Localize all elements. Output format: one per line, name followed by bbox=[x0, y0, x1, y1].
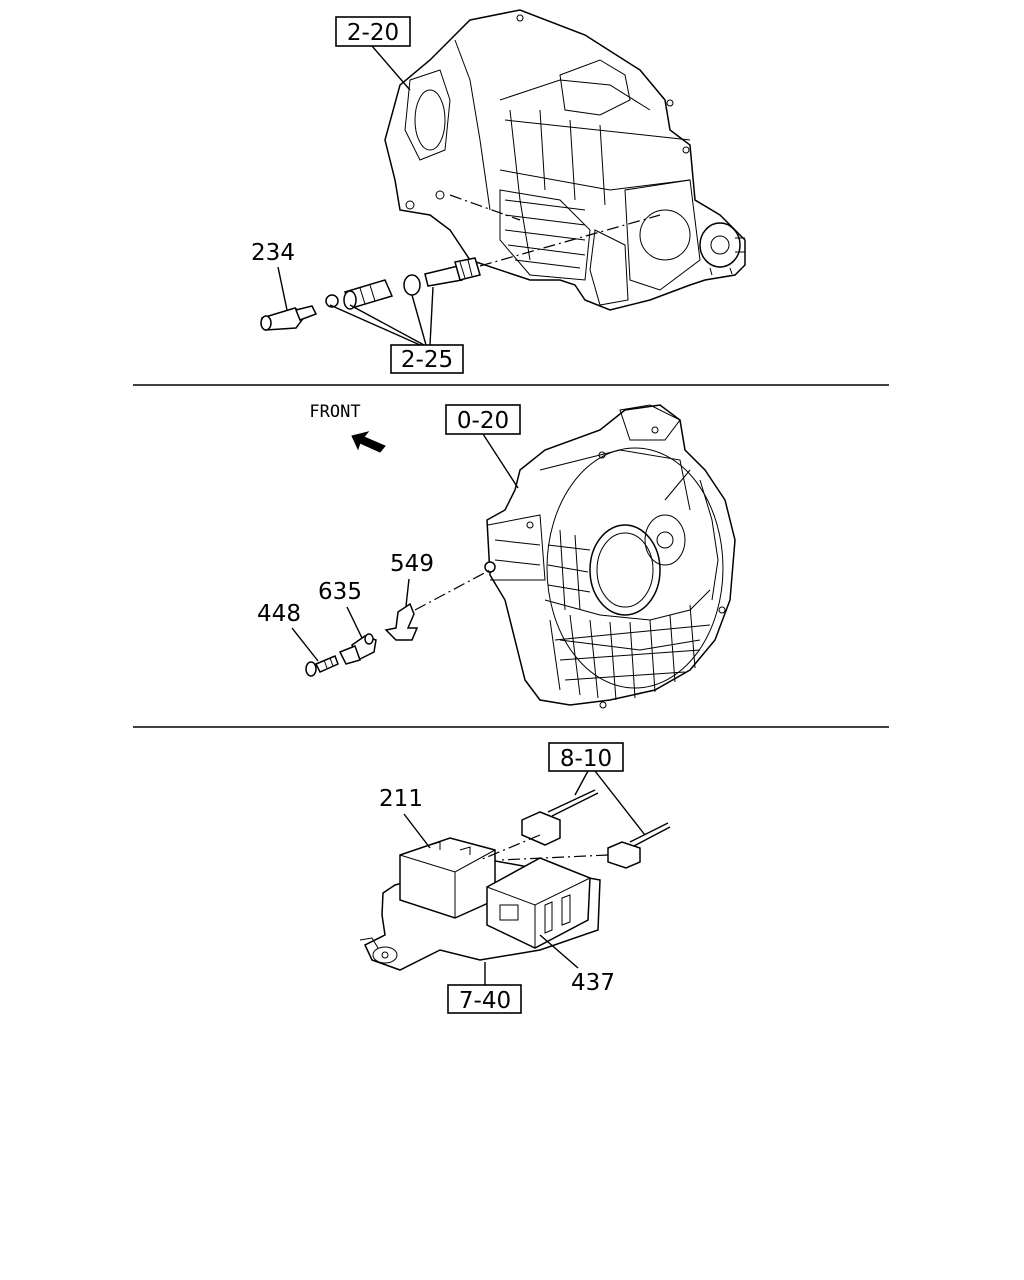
part-number-234: 234 bbox=[251, 240, 295, 266]
svg-text:2-25: 2-25 bbox=[401, 347, 453, 373]
speed-sensor-234 bbox=[260, 305, 318, 331]
bracket-549 bbox=[384, 602, 419, 641]
part-number-211: 211 bbox=[379, 786, 423, 812]
ref-box-7-40[interactable]: 7-40 bbox=[447, 984, 522, 1014]
part-number-549: 549 bbox=[390, 551, 434, 577]
ref-box-2-20[interactable]: 2-20 bbox=[335, 16, 411, 47]
front-direction-label: FRONT bbox=[309, 402, 360, 422]
drive-gear-assembly bbox=[325, 257, 481, 310]
bell-housing-illustration bbox=[484, 404, 736, 709]
svg-text:7-40: 7-40 bbox=[459, 988, 511, 1014]
svg-text:2-20: 2-20 bbox=[347, 20, 399, 46]
ref-box-0-20[interactable]: 0-20 bbox=[445, 404, 521, 435]
control-unit-section: 211 437 8-10 bbox=[359, 742, 671, 1014]
part-number-635: 635 bbox=[318, 579, 362, 605]
svg-text:0-20: 0-20 bbox=[457, 408, 509, 434]
ref-box-8-10[interactable]: 8-10 bbox=[548, 742, 624, 772]
sensor-635 bbox=[338, 633, 377, 665]
transmission-illustration bbox=[384, 9, 746, 311]
harness-connectors bbox=[521, 789, 671, 869]
front-arrow-icon bbox=[351, 431, 386, 453]
bell-housing-section: FRONT bbox=[257, 402, 736, 709]
ref-box-2-25[interactable]: 2-25 bbox=[390, 344, 464, 374]
transmission-section: 2-20 234 2-25 bbox=[251, 9, 746, 374]
part-number-448: 448 bbox=[257, 601, 301, 627]
part-number-437: 437 bbox=[571, 970, 615, 996]
svg-text:8-10: 8-10 bbox=[560, 746, 612, 772]
bolt-448 bbox=[305, 655, 339, 677]
